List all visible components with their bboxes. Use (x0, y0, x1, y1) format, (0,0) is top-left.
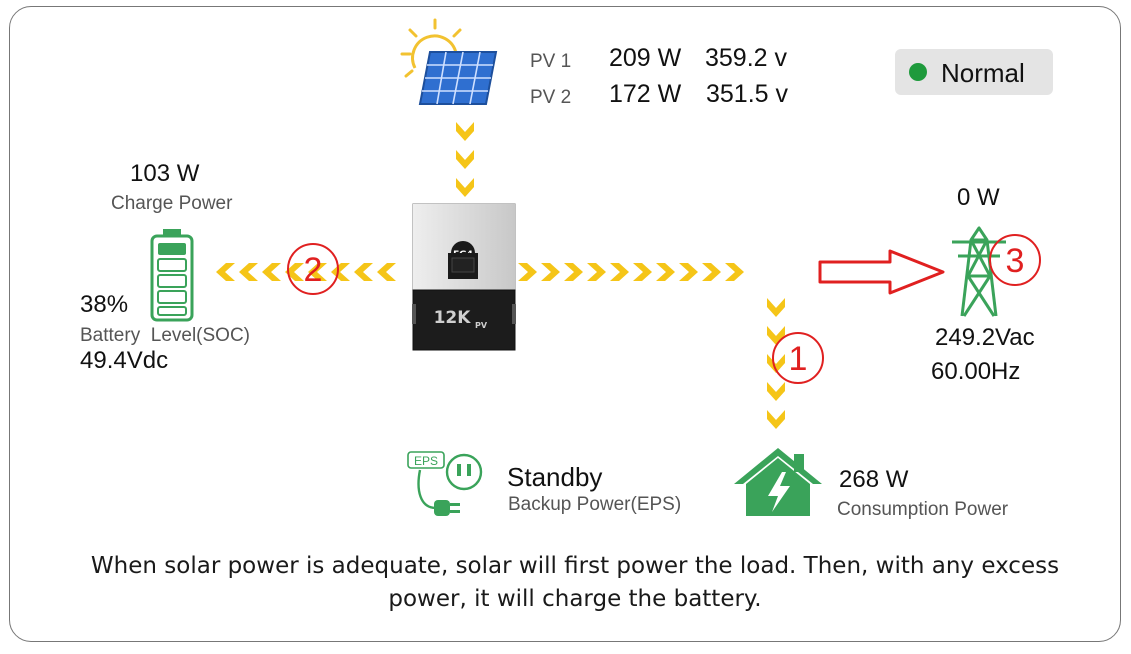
status-dot (909, 63, 927, 81)
flow-chevron-battery (354, 263, 373, 281)
flow-chevron-pv (456, 178, 474, 197)
flow-chevron-battery (331, 263, 350, 281)
battery-marker: 2 (287, 243, 339, 295)
svg-text:12K: 12K (434, 308, 472, 328)
flow-chevron-load (767, 410, 785, 429)
battery-icon (150, 229, 194, 322)
eps-plug-icon: EPS (407, 451, 483, 516)
battery-soc-value: 38% (80, 291, 129, 318)
grid-frequency: 60.00Hz (931, 358, 1021, 385)
pv2-label: PV 2 (530, 87, 572, 108)
description-caption: When solar power is adequate, solar will… (90, 553, 1060, 612)
eps-status: Standby (507, 462, 603, 492)
flow-chevron-bus (587, 263, 606, 281)
flow-chevron-battery (377, 263, 396, 281)
flow-chevron-battery (262, 263, 281, 281)
grid-marker: 3 (989, 234, 1041, 286)
pv1-voltage: 359.2 v (705, 44, 788, 72)
status-label: Normal (941, 58, 1025, 88)
transmission-tower-icon (952, 226, 1006, 317)
flow-chevron-bus (656, 263, 675, 281)
charge-power-label: Charge Power (111, 193, 233, 214)
grid-marker-number: 3 (1006, 242, 1025, 280)
arrow-right-icon (818, 249, 945, 295)
house-icon (734, 448, 822, 516)
flow-chevron-bus (564, 263, 583, 281)
pv1-label: PV 1 (530, 51, 572, 72)
grid-power-value: 0 W (957, 184, 1000, 211)
eps-label: Backup Power(EPS) (508, 494, 682, 515)
flow-chevron-load (767, 382, 785, 401)
flow-chevron-load (767, 298, 785, 317)
flow-chevron-battery (239, 263, 258, 281)
flow-chevron-bus (633, 263, 652, 281)
battery-voltage: 49.4Vdc (80, 347, 169, 374)
flow-chevron-bus (541, 263, 560, 281)
sun-icon (400, 18, 462, 78)
flow-chevron-bus (725, 263, 744, 281)
pv2-voltage: 351.5 v (706, 80, 789, 108)
svg-text:PV: PV (475, 321, 488, 330)
diagram-frame (9, 6, 1121, 642)
load-marker-number: 1 (789, 340, 808, 378)
pv2-power: 172 W (609, 80, 682, 108)
flow-chevron-battery (308, 263, 327, 281)
load-power-value: 268 W (839, 466, 909, 493)
load-marker: 1 (772, 332, 824, 384)
pv1-power: 209 W (609, 44, 682, 72)
solar-panel-icon (418, 51, 498, 105)
grid-voltage: 249.2Vac (935, 324, 1035, 351)
battery-marker-number: 2 (304, 251, 323, 289)
flow-chevron-pv (456, 122, 474, 141)
charge-power-value: 103 W (130, 160, 200, 187)
flow-chevron-load (767, 326, 785, 345)
flow-chevron-bus (679, 263, 698, 281)
flow-chevron-bus (702, 263, 721, 281)
load-power-label: Consumption Power (837, 499, 1009, 520)
inverter-icon: EG4 12K PV (412, 203, 516, 351)
status-badge: Normal (895, 49, 1053, 95)
flow-chevron-bus (518, 263, 537, 281)
flow-chevron-bus (610, 263, 629, 281)
flow-chevron-pv (456, 150, 474, 169)
eps-tag: EPS (414, 454, 438, 468)
battery-soc-label: Battery Level(SOC) (80, 325, 250, 346)
flow-chevron-battery (216, 263, 235, 281)
